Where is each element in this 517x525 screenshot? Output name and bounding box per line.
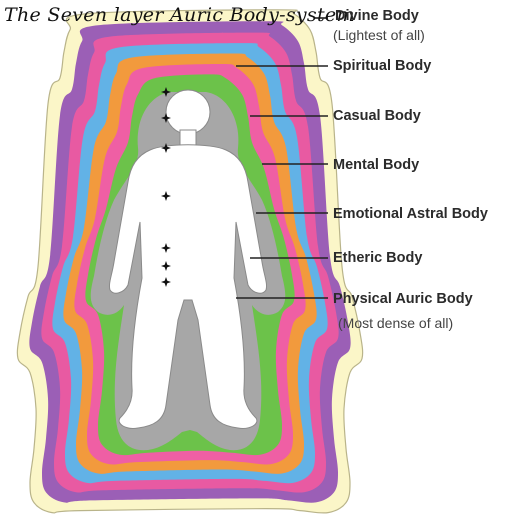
chakra-marker: [161, 113, 171, 123]
note-divine-body: (Lightest of all): [333, 27, 425, 43]
chakra-marker: [161, 261, 171, 271]
chakra-marker: [161, 277, 171, 287]
chakra-marker: [161, 143, 171, 153]
label-spiritual-body: Spiritual Body: [333, 58, 432, 74]
note-physical-auric-body: (Most dense of all): [338, 315, 454, 331]
label-casual-body: Casual Body: [333, 108, 421, 124]
human-figure: [109, 89, 267, 429]
label-divine-body: Divine Body: [335, 8, 419, 24]
chakra-marker: [161, 87, 171, 97]
chakra-marker: [161, 243, 171, 253]
chakra-marker: [161, 191, 171, 201]
label-etheric-body: Etheric Body: [333, 250, 423, 266]
diagram-title: The Seven layer Auric Body-system: [4, 4, 355, 26]
label-mental-body: Mental Body: [333, 157, 420, 173]
label-physical-auric-body: Physical Auric Body: [333, 291, 473, 307]
label-emotional-astral-body: Emotional Astral Body: [333, 206, 488, 222]
